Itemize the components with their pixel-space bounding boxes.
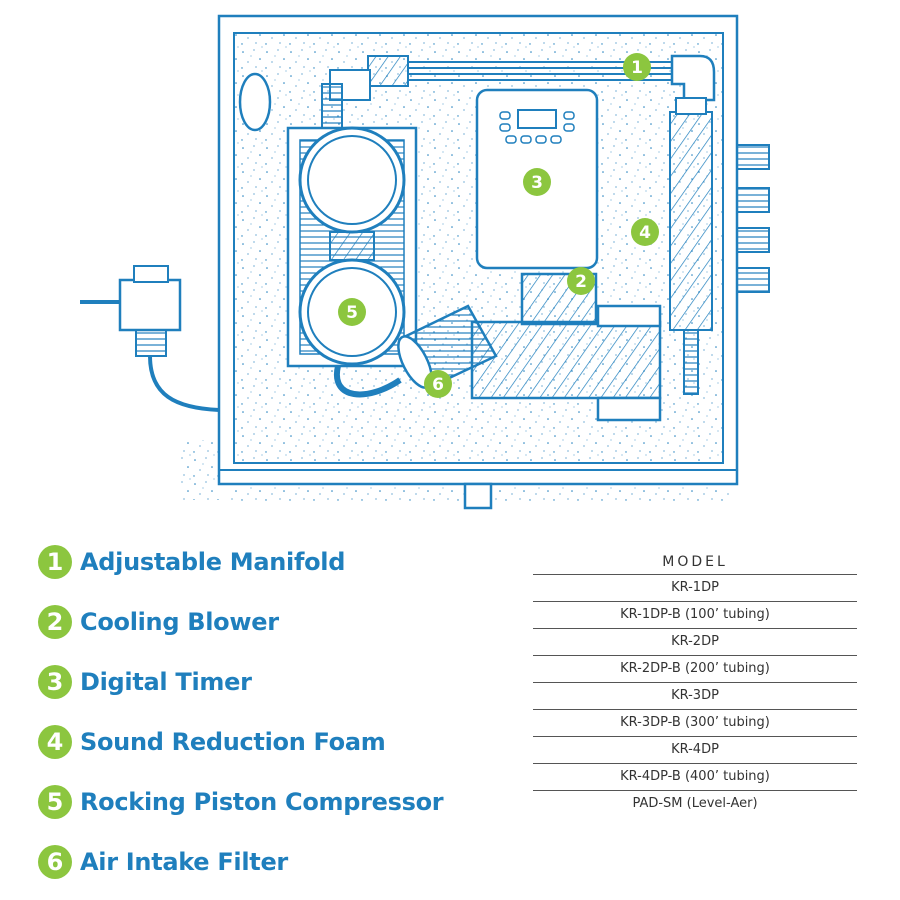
model-row: KR-4DP-B (400’ tubing): [533, 764, 857, 791]
legend-item: 4 Sound Reduction Foam: [38, 712, 498, 772]
model-table-header: MODEL: [533, 550, 857, 575]
model-row: KR-2DP: [533, 629, 857, 656]
model-row: KR-2DP-B (200’ tubing): [533, 656, 857, 683]
model-row: PAD-SM (Level-Aer): [632, 796, 758, 811]
legend-label: Air Intake Filter: [80, 848, 288, 876]
legend-number-badge: 4: [38, 725, 72, 759]
legend-number-badge: 3: [38, 665, 72, 699]
legend-item: 3 Digital Timer: [38, 652, 498, 712]
cabinet-vent-opening: [238, 72, 272, 132]
callout-5-label: 5: [346, 303, 358, 323]
callout-4-label: 4: [639, 223, 651, 243]
bottom-fitting: [463, 482, 493, 510]
manifold-column: [669, 97, 713, 395]
legend-item: 6 Air Intake Filter: [38, 832, 498, 892]
callout-5: 5: [338, 298, 366, 326]
legend-label: Adjustable Manifold: [80, 548, 346, 576]
legend-label: Rocking Piston Compressor: [80, 788, 444, 816]
legend-item: 5 Rocking Piston Compressor: [38, 772, 498, 832]
power-cord: [80, 265, 220, 412]
model-row: KR-3DP: [533, 683, 857, 710]
legend-label: Cooling Blower: [80, 608, 279, 636]
cooling-blower-unit: [470, 272, 662, 422]
callout-6-label: 6: [432, 375, 444, 395]
outlet-fittings: [736, 144, 770, 293]
callout-3: 3: [523, 168, 551, 196]
legend-label: Sound Reduction Foam: [80, 728, 386, 756]
legend-number-badge: 1: [38, 545, 72, 579]
callout-6: 6: [424, 370, 452, 398]
callout-1-label: 1: [631, 58, 643, 78]
legend-number-badge: 6: [38, 845, 72, 879]
air-intake-filter: [397, 304, 498, 390]
compressor-cabinet-diagram: 1 2 3 4 5 6: [80, 14, 770, 510]
intake-hose: [333, 365, 402, 398]
legend-number-badge: 5: [38, 785, 72, 819]
model-row: KR-1DP-B (100’ tubing): [533, 602, 857, 629]
piston-heads: [298, 126, 406, 366]
callout-1: 1: [623, 53, 651, 81]
callout-4: 4: [631, 218, 659, 246]
model-row: KR-3DP-B (300’ tubing): [533, 710, 857, 737]
legend-number-badge: 2: [38, 605, 72, 639]
callout-2: 2: [567, 267, 595, 295]
model-row: KR-1DP: [533, 575, 857, 602]
model-row: KR-4DP: [533, 737, 857, 764]
component-legend: 1 Adjustable Manifold 2 Cooling Blower 3…: [38, 532, 498, 892]
legend-item: 1 Adjustable Manifold: [38, 532, 498, 592]
legend-item: 2 Cooling Blower: [38, 592, 498, 652]
callout-3-label: 3: [531, 173, 543, 193]
callout-2-label: 2: [575, 272, 587, 292]
legend-label: Digital Timer: [80, 668, 252, 696]
manifold-elbow: [670, 54, 716, 102]
model-table: MODEL KR-1DP KR-1DP-B (100’ tubing) KR-2…: [533, 550, 857, 817]
